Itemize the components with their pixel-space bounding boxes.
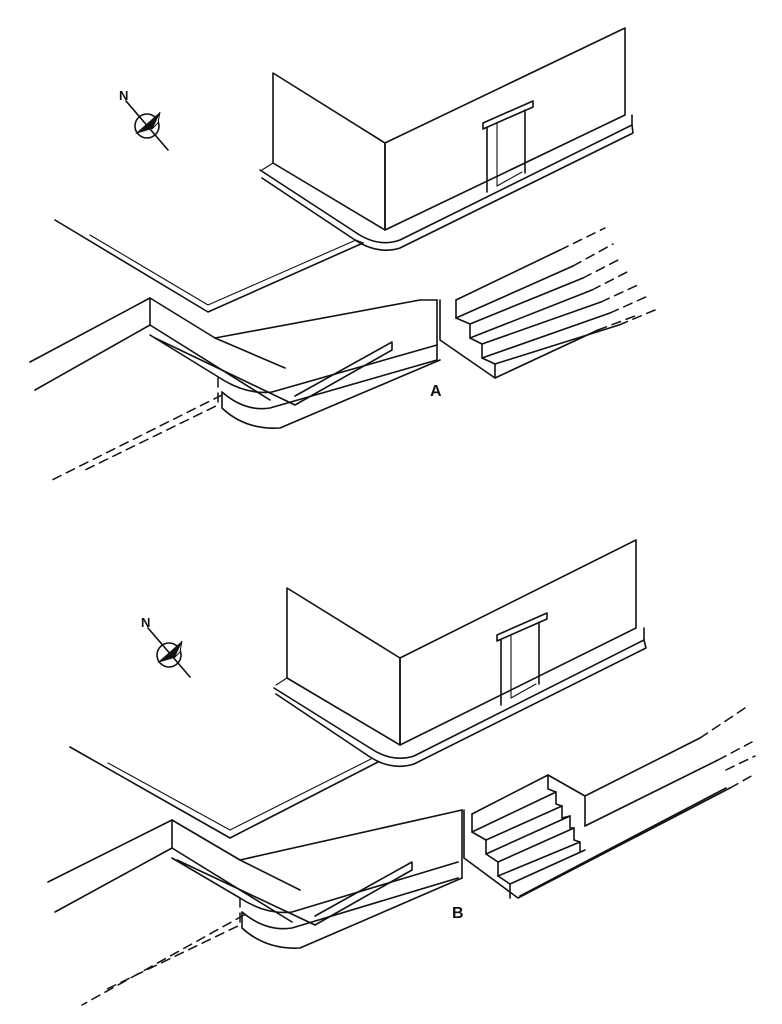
- panel-label-a: A: [430, 383, 442, 400]
- panel-label-b: B: [452, 905, 464, 922]
- north-label-a: N: [119, 88, 128, 103]
- panel-b: N: [47, 539, 756, 1006]
- lower-wall-a: [29, 297, 441, 483]
- north-arrow-icon: N: [141, 615, 191, 678]
- terrace-a: [54, 219, 364, 313]
- terrace-b: [69, 746, 379, 839]
- building-a: [259, 27, 634, 251]
- north-arrow-icon: N: [119, 88, 169, 151]
- lower-wall-b: [47, 809, 463, 1006]
- stair-a: [439, 227, 656, 379]
- north-label-b: N: [141, 615, 150, 630]
- panel-a: N: [29, 27, 656, 483]
- building-b: [273, 539, 647, 768]
- stair-b: [463, 705, 756, 899]
